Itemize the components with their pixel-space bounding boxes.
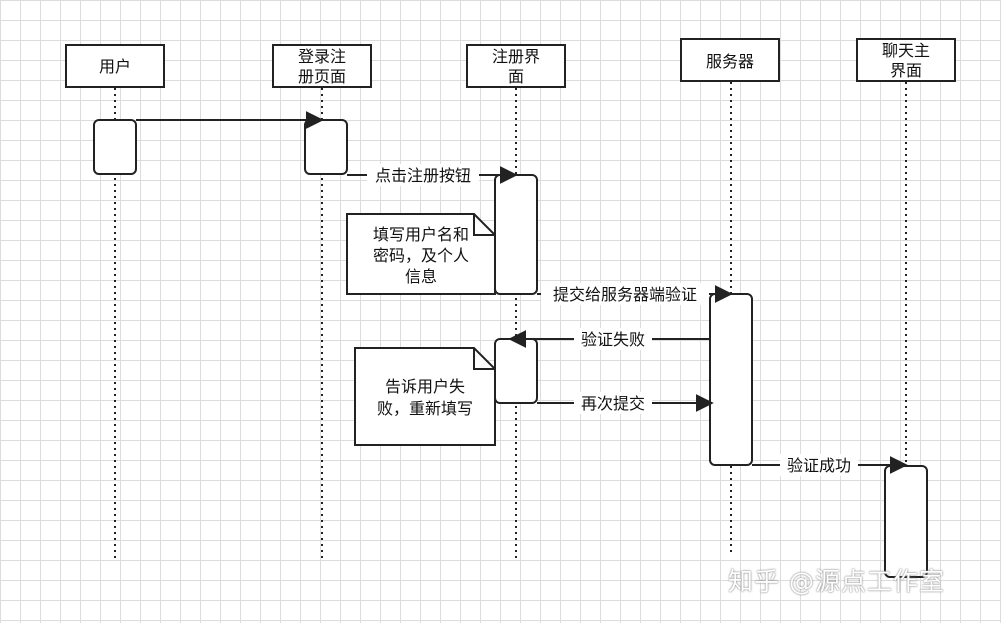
activation-register-page-2 xyxy=(494,338,538,404)
participant-login-page-label-line2: 册页面 xyxy=(298,67,346,86)
activation-register-page-1 xyxy=(494,174,538,295)
activation-chat-main xyxy=(884,465,928,578)
participant-register-page-label-line2: 面 xyxy=(508,67,524,86)
note-fill-form-line3: 信息 xyxy=(405,267,437,286)
participant-user-label: 用户 xyxy=(99,57,131,76)
participant-server-label: 服务器 xyxy=(706,52,754,71)
participant-chat-main: 聊天主 界面 xyxy=(856,38,956,82)
participant-server: 服务器 xyxy=(680,38,780,82)
participant-login-page-label-line1: 登录注 xyxy=(298,47,346,66)
note-tell-failed: 告诉用户失 败，重新填写 xyxy=(354,347,496,446)
activation-login-page xyxy=(304,119,348,175)
participant-register-page: 注册界 面 xyxy=(466,44,566,88)
note-fill-form-line2: 密码，及个人 xyxy=(373,246,469,265)
participant-register-page-label-line1: 注册界 xyxy=(492,47,540,66)
watermark-text: 知乎 @源点工作室 xyxy=(728,567,945,596)
note-tell-failed-line1: 告诉用户失 xyxy=(385,377,465,396)
activation-user xyxy=(93,119,137,175)
message-label-resubmit: 再次提交 xyxy=(581,394,645,413)
participant-user: 用户 xyxy=(65,44,165,88)
participant-login-page: 登录注 册页面 xyxy=(272,44,372,88)
note-tell-failed-line2: 败，重新填写 xyxy=(377,399,473,418)
note-fill-form: 填写用户名和 密码，及个人 信息 xyxy=(346,213,496,295)
participant-chat-main-label-line1: 聊天主 xyxy=(882,41,930,60)
message-label-submit-verify: 提交给服务器端验证 xyxy=(553,285,697,304)
message-label-verify-success: 验证成功 xyxy=(787,456,851,475)
activation-server xyxy=(709,293,753,466)
message-label-click-register: 点击注册按钮 xyxy=(375,166,471,185)
note-fill-form-line1: 填写用户名和 xyxy=(373,225,469,244)
message-label-verify-failed: 验证失败 xyxy=(581,330,645,349)
participant-chat-main-label-line2: 界面 xyxy=(890,61,922,80)
